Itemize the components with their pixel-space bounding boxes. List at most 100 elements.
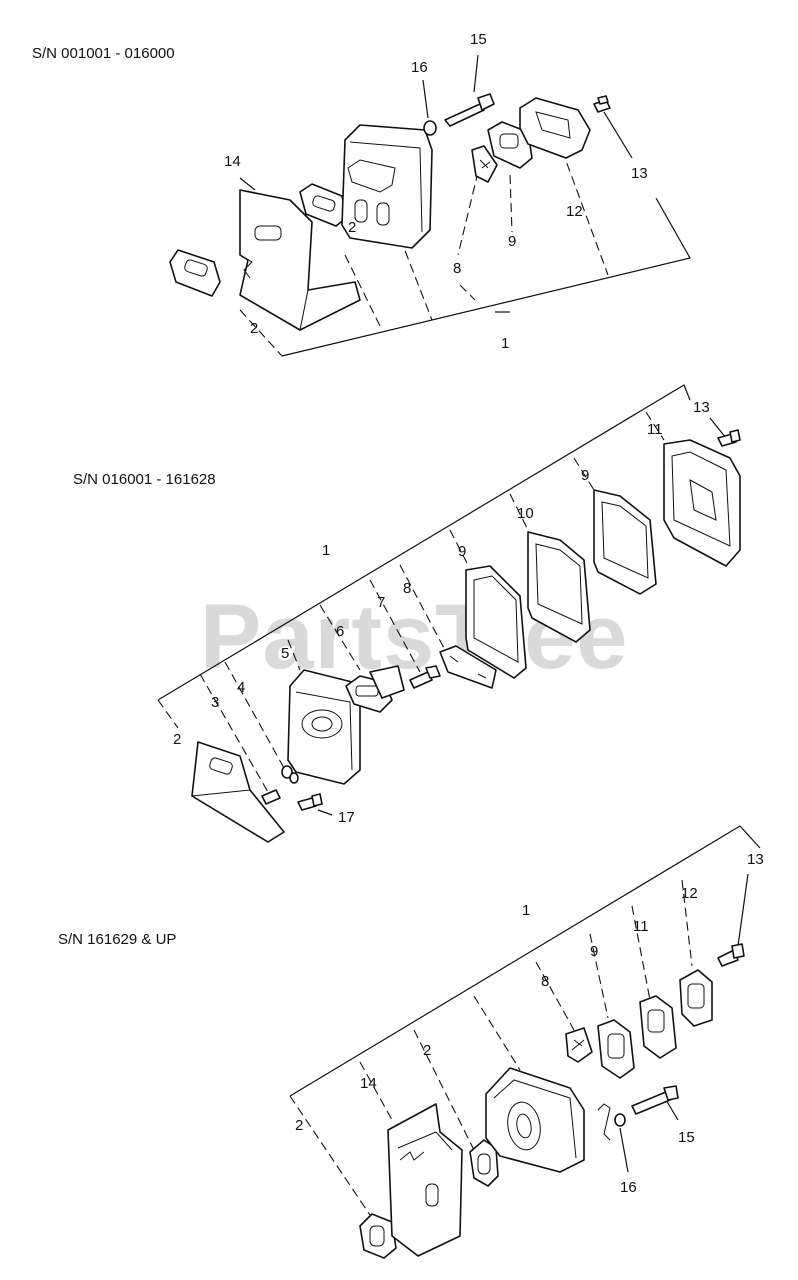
leader-s2-4 — [224, 661, 285, 769]
screen-part-8 — [471, 145, 498, 183]
nut-part-16 — [423, 120, 437, 136]
heat-shield-part-14 — [239, 189, 361, 331]
bracket-line-2 — [157, 384, 691, 701]
leader-s1-13 — [603, 111, 633, 159]
muffler-housing-section-1 — [341, 124, 433, 249]
leader-s2-9b — [573, 457, 595, 491]
bolt-part-15-s3 — [631, 1085, 679, 1115]
leader-s1-tick — [459, 284, 476, 301]
leader-s1-8 — [457, 171, 479, 256]
leader-s3-16 — [619, 1127, 629, 1173]
callout-3-s2: 3 — [211, 694, 219, 711]
leader-s1-14 — [239, 177, 256, 191]
callout-5-s2: 5 — [281, 645, 289, 662]
screen-part-8-s2 — [439, 645, 497, 689]
callout-4-s2: 4 — [237, 679, 245, 696]
callout-10-s2: 10 — [517, 505, 534, 522]
washer-part-16-s3 — [614, 1113, 626, 1127]
callout-1-s3: 1 — [522, 902, 530, 919]
gasket-part-9a-s2 — [465, 565, 527, 679]
bolt-part-3-s2 — [261, 789, 281, 805]
callout-9b-s2: 9 — [581, 467, 589, 484]
leader-s2-2 — [157, 699, 179, 729]
leader-s3-2a — [289, 1095, 373, 1219]
gasket-part-9b-s2 — [593, 489, 657, 595]
leader-s3-8 — [535, 961, 575, 1031]
gasket-part-6-s2 — [345, 665, 405, 713]
serial-label-2: S/N 016001 - 161628 — [73, 471, 216, 488]
gasket-part-2-mid-s3 — [469, 1139, 499, 1187]
serial-label-1: S/N 001001 - 016000 — [32, 45, 175, 62]
leader-s2-8 — [399, 564, 446, 651]
gasket-part-11-s3 — [639, 995, 677, 1059]
leader-s3-13 — [737, 873, 749, 947]
leader-s3-hook — [597, 1103, 611, 1141]
callout-8-s3: 8 — [541, 973, 549, 990]
callout-15-s3: 15 — [678, 1129, 695, 1146]
heat-shield-part-14-s3 — [387, 1103, 463, 1257]
callout-2-left: 2 — [250, 320, 258, 337]
leader-s2-10 — [509, 493, 529, 531]
callout-17-s2: 17 — [338, 809, 355, 826]
serial-label-3: S/N 161629 & UP — [58, 931, 176, 948]
callout-2-mid-s3: 2 — [423, 1042, 431, 1059]
section-1: S/N 001001 - 016000 — [32, 31, 691, 357]
callout-16-s3: 16 — [620, 1179, 637, 1196]
screen-part-8-s3 — [565, 1027, 593, 1063]
callout-8-s2: 8 — [403, 580, 411, 597]
section-3: S/N 161629 & UP — [58, 825, 764, 1259]
screw-part-13-s2 — [717, 429, 741, 447]
screw-part-13-s1 — [593, 95, 611, 113]
gasket-part-2-bottom — [359, 1213, 397, 1259]
heat-shield-part-2-s2 — [191, 741, 285, 843]
callout-1: 1 — [501, 335, 509, 352]
cover-part-11-s2 — [663, 439, 741, 567]
screw-part-13-s3 — [717, 943, 745, 967]
leader-s2-9a — [449, 529, 469, 566]
gasket-part-9-s3 — [597, 1019, 635, 1079]
callout-9a-s2: 9 — [458, 543, 466, 560]
leader-s2-17 — [317, 809, 333, 816]
callout-15: 15 — [470, 31, 487, 48]
washer-part-4-s2 — [281, 765, 299, 784]
callout-2-s2: 2 — [173, 731, 181, 748]
leader-s2-11 — [645, 411, 665, 441]
callout-13-s2: 13 — [693, 399, 710, 416]
callout-12: 12 — [566, 203, 583, 220]
callout-16: 16 — [411, 59, 428, 76]
callout-9: 9 — [508, 233, 516, 250]
callout-13: 13 — [631, 165, 648, 182]
leader-s2-13 — [709, 417, 727, 439]
gasket-part-10-s2 — [527, 531, 591, 643]
leader-s2-5 — [287, 639, 301, 671]
leader-s3-12 — [681, 879, 693, 967]
bolt-part-15 — [444, 93, 495, 127]
callout-9-s3: 9 — [590, 943, 598, 960]
leader-s1-9 — [509, 174, 513, 233]
bracket-line-3 — [289, 825, 761, 1097]
section-2: S/N 016001 - 161628 — [73, 384, 741, 843]
callout-6-s2: 6 — [336, 623, 344, 640]
cover-part-12-s1 — [519, 97, 591, 159]
callout-12-s3: 12 — [681, 885, 698, 902]
leader-s2-7 — [369, 579, 421, 673]
leader-s1-16 — [422, 79, 429, 119]
screw-part-7-s2 — [409, 665, 441, 689]
leader-s1-15 — [473, 54, 479, 93]
callout-7-s2: 7 — [377, 594, 385, 611]
leader-s2-6 — [319, 604, 361, 671]
callout-11-s3: 11 — [633, 918, 649, 935]
leader-s3-2b — [413, 1029, 475, 1151]
callout-8: 8 — [453, 260, 461, 277]
muffler-housing-part-5-s2 — [287, 669, 361, 785]
leader-s1-2a — [239, 309, 283, 357]
leader-s1-12 — [561, 149, 609, 276]
callout-14-s3: 14 — [360, 1075, 377, 1092]
callout-13-s3: 13 — [747, 851, 764, 868]
bracket-line-1 — [281, 197, 691, 357]
leader-s3-11 — [631, 905, 651, 1001]
leader-s3-housing — [473, 995, 521, 1071]
screw-part-17-s2 — [297, 793, 323, 811]
leader-s3-14 — [359, 1061, 393, 1121]
